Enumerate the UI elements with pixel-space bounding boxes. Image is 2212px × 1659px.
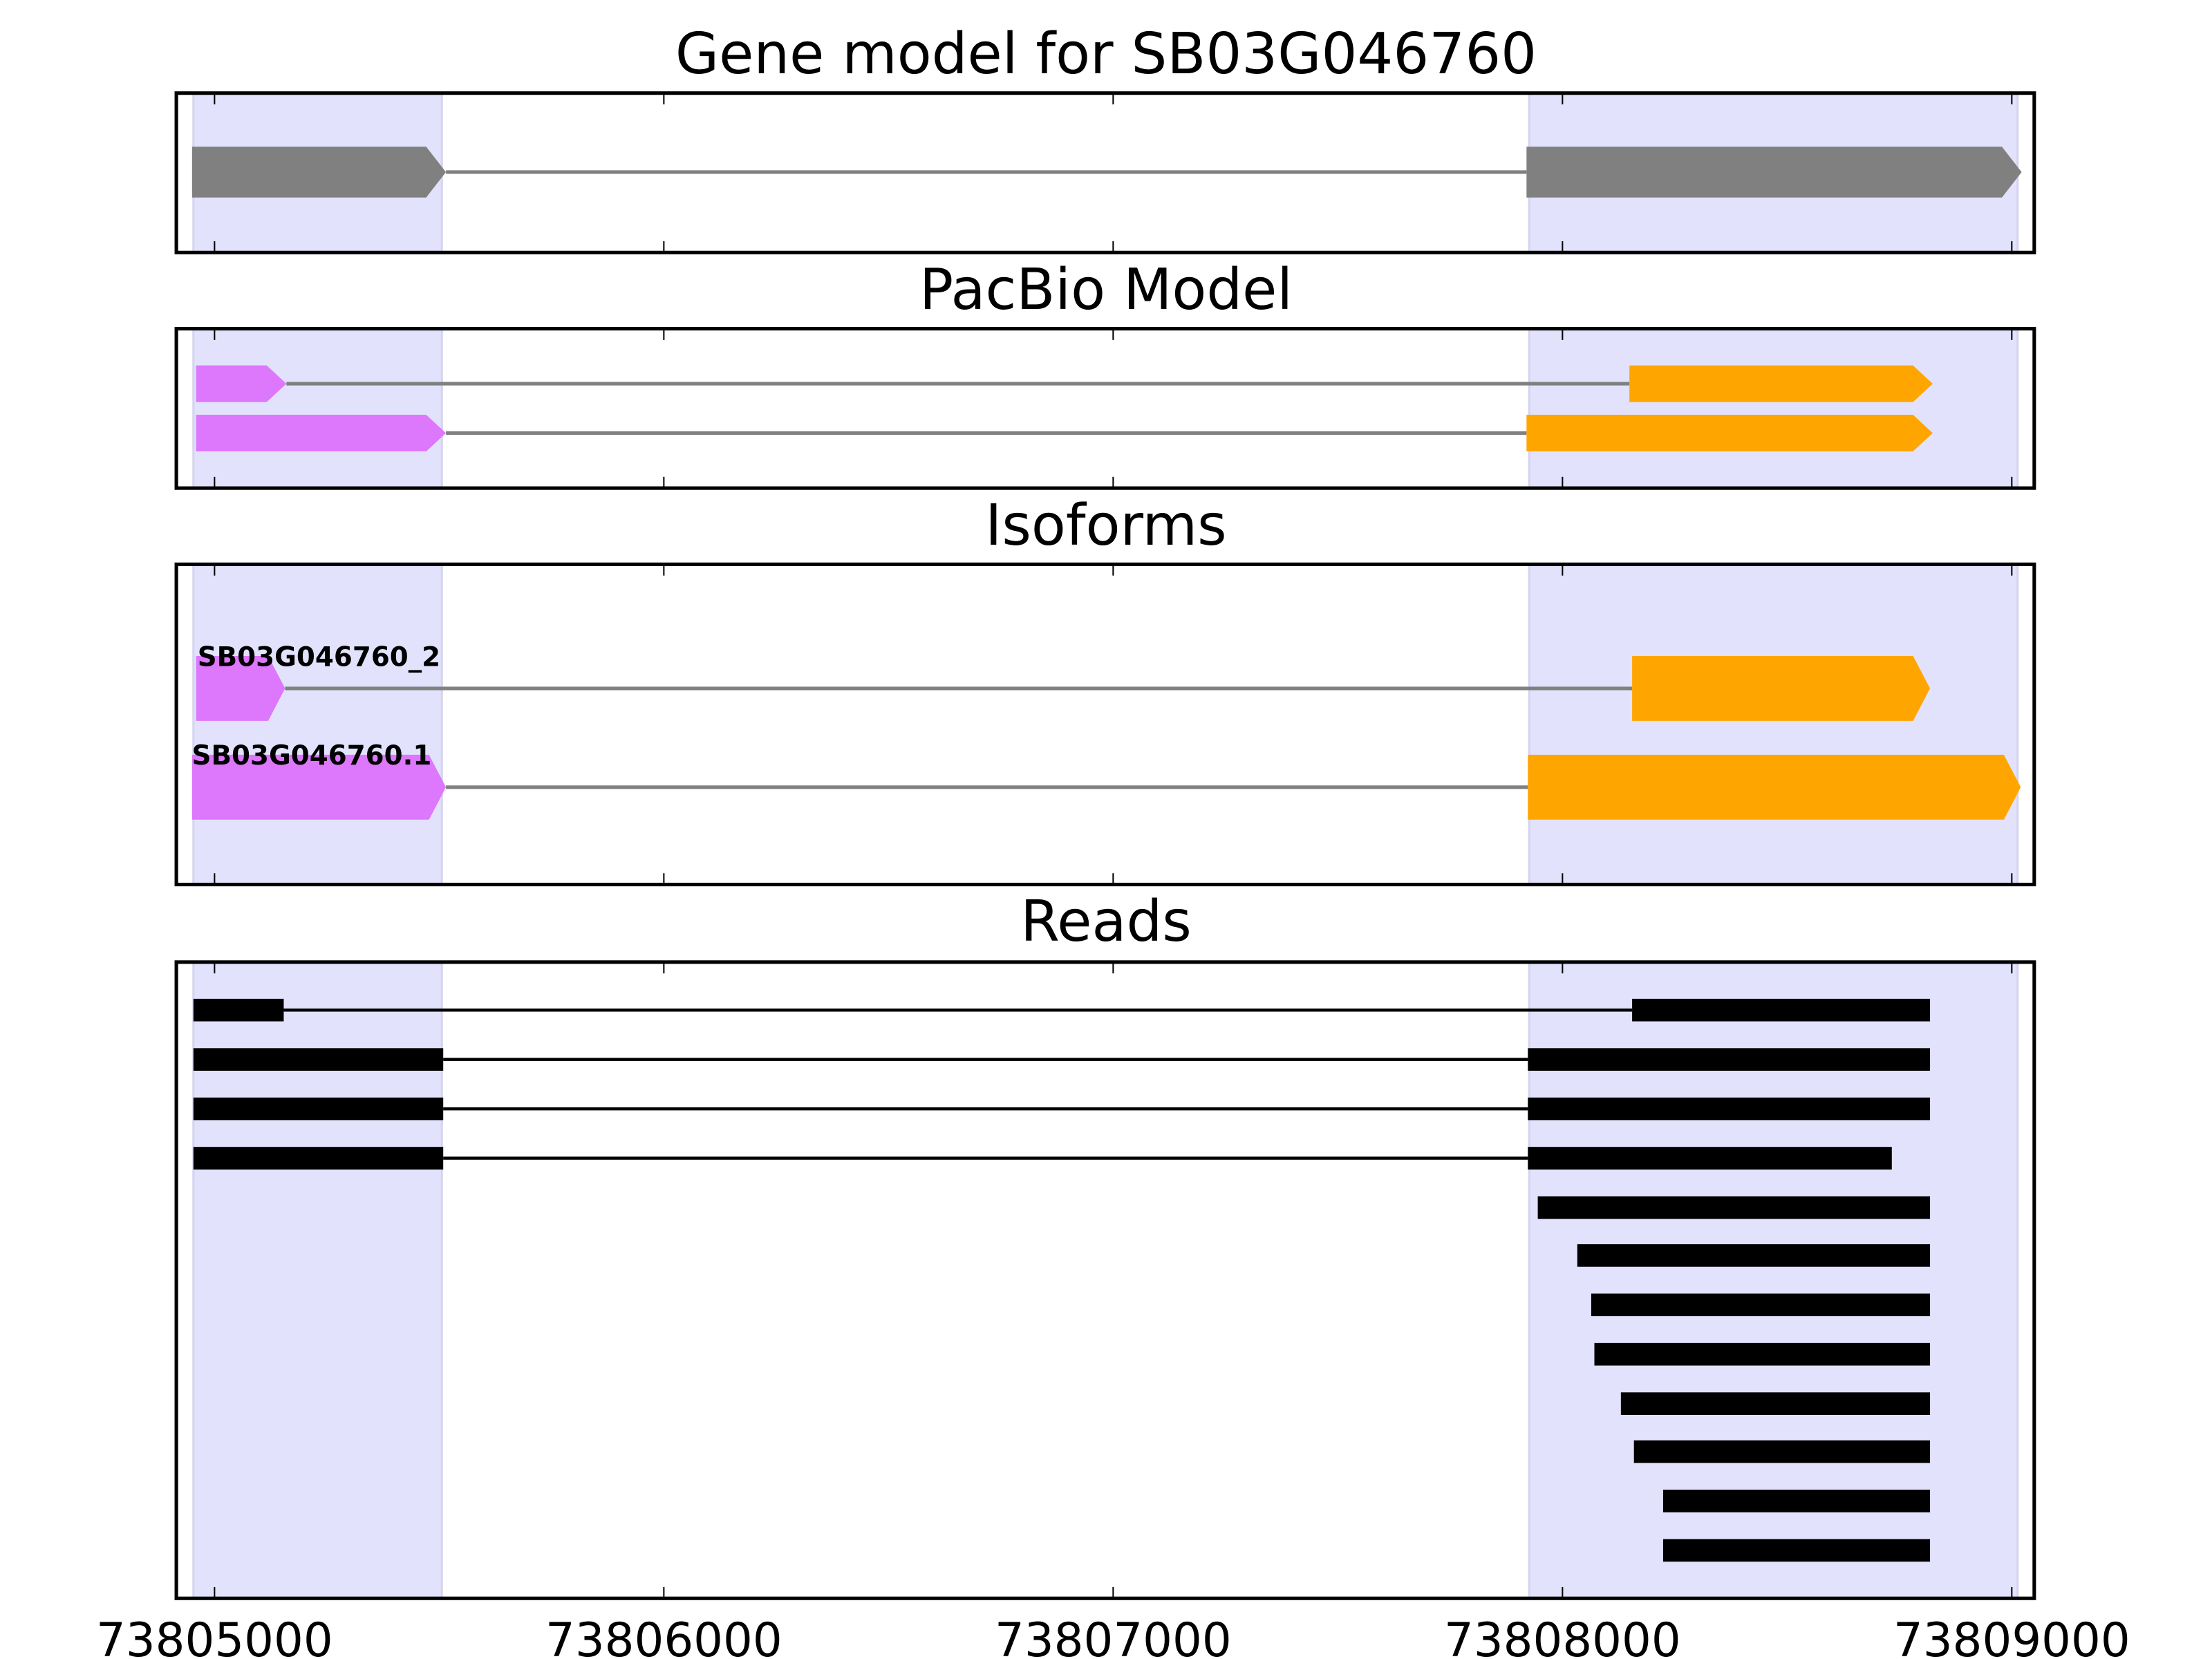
- exon-arrow: [1526, 415, 1933, 452]
- read-block: [1662, 1490, 1931, 1512]
- x-tick-label: 73809000: [1893, 1613, 2130, 1659]
- panel-title-pacbio: PacBio Model: [919, 257, 1293, 323]
- x-tick-label: 73806000: [545, 1613, 782, 1659]
- exon-arrow: [196, 655, 285, 721]
- exon-arrow: [1526, 147, 2022, 198]
- read-block: [1594, 1342, 1931, 1366]
- read-block: [1528, 1048, 1931, 1071]
- panel-frame: [174, 562, 2036, 887]
- exon-arrow: [191, 754, 447, 820]
- read-block: [1620, 1392, 1931, 1415]
- read-block: [1577, 1244, 1931, 1267]
- exon-arrow: [191, 147, 447, 198]
- isoform-label: SB03G046760.1: [192, 740, 432, 771]
- read-block: [1528, 1147, 1892, 1170]
- x-tick-label: 73805000: [96, 1613, 333, 1659]
- isoform-label: SB03G046760_2: [198, 641, 440, 673]
- highlight-region: [1528, 327, 2019, 489]
- panel-frame: [174, 326, 2036, 490]
- panel-title-gene-model: Gene model for SB03G046760: [675, 21, 1537, 87]
- read-block: [1662, 1539, 1931, 1562]
- read-block: [1633, 1440, 1931, 1463]
- panel-frame: [174, 960, 2036, 1600]
- highlight-region: [1528, 563, 2019, 886]
- x-tick-label: 73808000: [1444, 1613, 1681, 1659]
- read-block: [193, 1097, 444, 1121]
- panel-title-reads: Reads: [1020, 889, 1192, 955]
- panel-frame: [174, 91, 2036, 254]
- exon-arrow: [1629, 365, 1933, 402]
- exon-arrow: [196, 365, 287, 402]
- read-block: [1528, 1097, 1931, 1121]
- read-block: [193, 1048, 444, 1071]
- read-block: [193, 998, 284, 1022]
- highlight-region: [192, 327, 443, 489]
- read-block: [193, 1147, 444, 1170]
- panel-title-isoforms: Isoforms: [985, 493, 1226, 559]
- x-tick-label: 73807000: [995, 1613, 1232, 1659]
- exon-arrow: [196, 415, 447, 452]
- highlight-region: [192, 563, 443, 886]
- read-block: [1591, 1293, 1931, 1317]
- exon-arrow: [1528, 754, 2021, 820]
- read-block: [1632, 998, 1931, 1022]
- exon-arrow: [1632, 655, 1931, 721]
- read-block: [1537, 1196, 1931, 1219]
